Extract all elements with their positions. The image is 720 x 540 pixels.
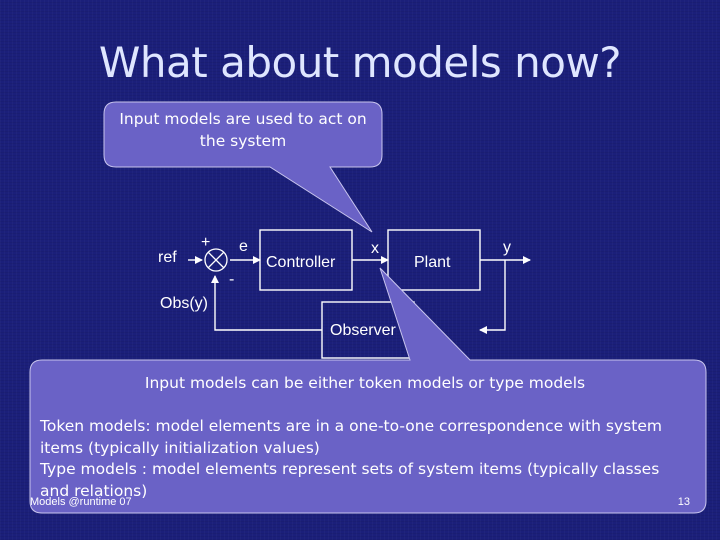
summing-junction: [204, 248, 228, 272]
slide-title: What about models now?: [98, 38, 622, 87]
obs-label: Obs(y): [160, 295, 208, 312]
y-label: y: [503, 239, 511, 256]
observer-to-sum-line: [211, 275, 322, 331]
bottom-callout-heading: Input models can be either token models …: [144, 374, 586, 392]
controller-block: [259, 229, 353, 291]
type-models-paragraph: Type models : model elements represent s…: [40, 460, 660, 500]
plant-label: Plant: [414, 254, 451, 271]
error-label: e: [239, 238, 248, 255]
page-number: 13: [677, 496, 690, 508]
minus-sign-label: -: [229, 271, 235, 288]
bottom-callout-shape: [29, 267, 707, 514]
output-to-observer-line: [479, 260, 506, 334]
plus-sign-label: +: [201, 234, 211, 251]
top-callout-shape: [103, 101, 383, 233]
controller-label: Controller: [266, 254, 336, 271]
observer-label: Observer: [330, 322, 396, 339]
plant-block: [387, 229, 481, 291]
ref-label: ref: [158, 249, 177, 266]
x-label: x: [371, 240, 379, 257]
signal-lines: [188, 256, 531, 334]
token-models-paragraph: Token models: model elements are in a on…: [40, 417, 662, 457]
bottom-callout-body: Token models: model elements are in a on…: [40, 416, 690, 502]
footer-left: Models @runtime 07: [30, 496, 132, 508]
top-callout-text: Input models are used to act on the syst…: [119, 110, 367, 150]
